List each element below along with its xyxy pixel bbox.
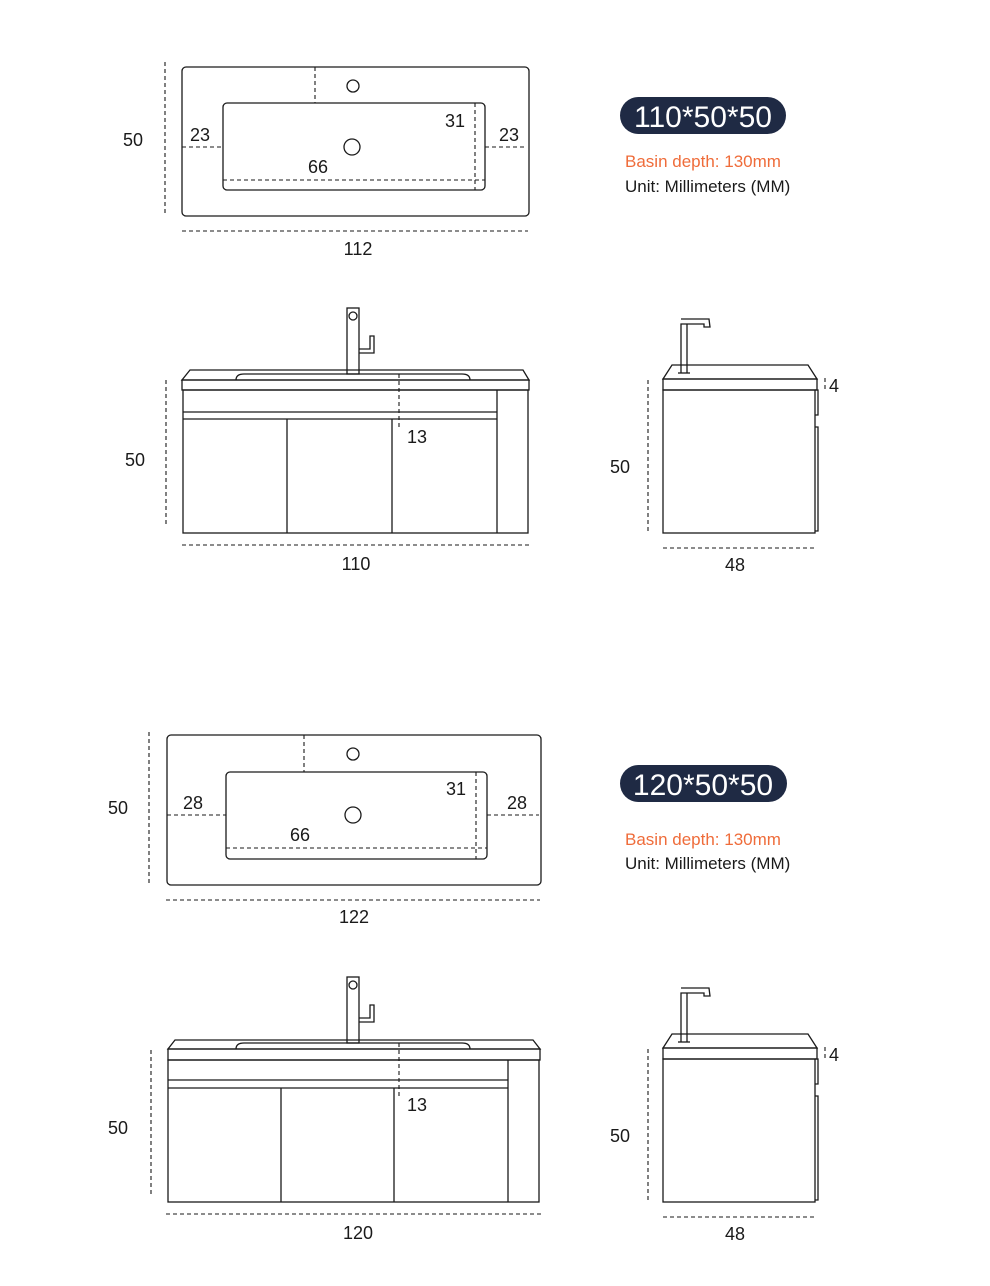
dim-drawer-offset: 13 bbox=[407, 1095, 427, 1115]
dim-basin-depth: 31 bbox=[446, 779, 466, 799]
dim-right-margin: 23 bbox=[499, 125, 519, 145]
cabinet bbox=[182, 389, 529, 534]
dim-height: 50 bbox=[610, 457, 630, 477]
dim-right-margin: 28 bbox=[507, 793, 527, 813]
dim-basin-width: 66 bbox=[290, 825, 310, 845]
unit-note: Unit: Millimeters (MM) bbox=[625, 177, 790, 196]
drain-icon bbox=[343, 138, 361, 156]
model-2-front-view: 13 50 120 bbox=[108, 976, 542, 1243]
size-pill bbox=[620, 97, 786, 134]
dim-basin-width: 66 bbox=[308, 157, 328, 177]
countertop-outline bbox=[181, 66, 530, 217]
model-1-side-view: 4 50 48 bbox=[610, 318, 839, 575]
dim-depth: 50 bbox=[123, 130, 143, 150]
faucet-icon bbox=[346, 307, 375, 375]
model-2-info: 120*50*50 Basin depth: 130mm Unit: Milli… bbox=[620, 765, 790, 873]
dim-depth: 48 bbox=[725, 555, 745, 575]
size-label: 110*50*50 bbox=[634, 101, 772, 134]
size-label: 120*50*50 bbox=[633, 769, 773, 802]
dim-height: 50 bbox=[125, 450, 145, 470]
dim-top-thickness: 4 bbox=[829, 1045, 839, 1065]
basin-depth-note: Basin depth: 130mm bbox=[625, 152, 781, 171]
faucet-icon bbox=[346, 976, 375, 1044]
dim-height: 50 bbox=[108, 1118, 128, 1138]
dim-total-width: 122 bbox=[339, 907, 369, 927]
faucet-icon bbox=[678, 987, 711, 1043]
size-pill bbox=[620, 765, 787, 802]
faucet-icon bbox=[678, 318, 711, 374]
dim-width: 120 bbox=[343, 1223, 373, 1243]
faucet-hole-icon bbox=[346, 747, 360, 761]
model-1-top-view: 50 23 31 23 66 112 bbox=[123, 62, 530, 259]
countertop-outline bbox=[166, 734, 542, 886]
dim-basin-depth: 31 bbox=[445, 111, 465, 131]
model-1-info: 110*50*50 Basin depth: 130mm Unit: Milli… bbox=[620, 97, 790, 196]
dim-depth: 48 bbox=[725, 1224, 745, 1244]
dim-depth: 50 bbox=[108, 798, 128, 818]
cabinet bbox=[167, 1059, 540, 1203]
dim-top-thickness: 4 bbox=[829, 376, 839, 396]
dim-width: 110 bbox=[342, 554, 371, 574]
model-1-front-view: 13 50 110 bbox=[125, 307, 531, 574]
dim-drawer-offset: 13 bbox=[407, 427, 427, 447]
basin-depth-note: Basin depth: 130mm bbox=[625, 830, 781, 849]
model-2-side-view: 4 50 48 bbox=[610, 987, 839, 1244]
model-2-top-view: 50 28 31 28 66 122 bbox=[108, 732, 542, 927]
dim-left-margin: 23 bbox=[190, 125, 210, 145]
drain-icon bbox=[344, 806, 362, 824]
dim-total-width: 112 bbox=[344, 239, 373, 259]
dim-left-margin: 28 bbox=[183, 793, 203, 813]
unit-note: Unit: Millimeters (MM) bbox=[625, 854, 790, 873]
faucet-hole-icon bbox=[346, 79, 360, 93]
dim-height: 50 bbox=[610, 1126, 630, 1146]
